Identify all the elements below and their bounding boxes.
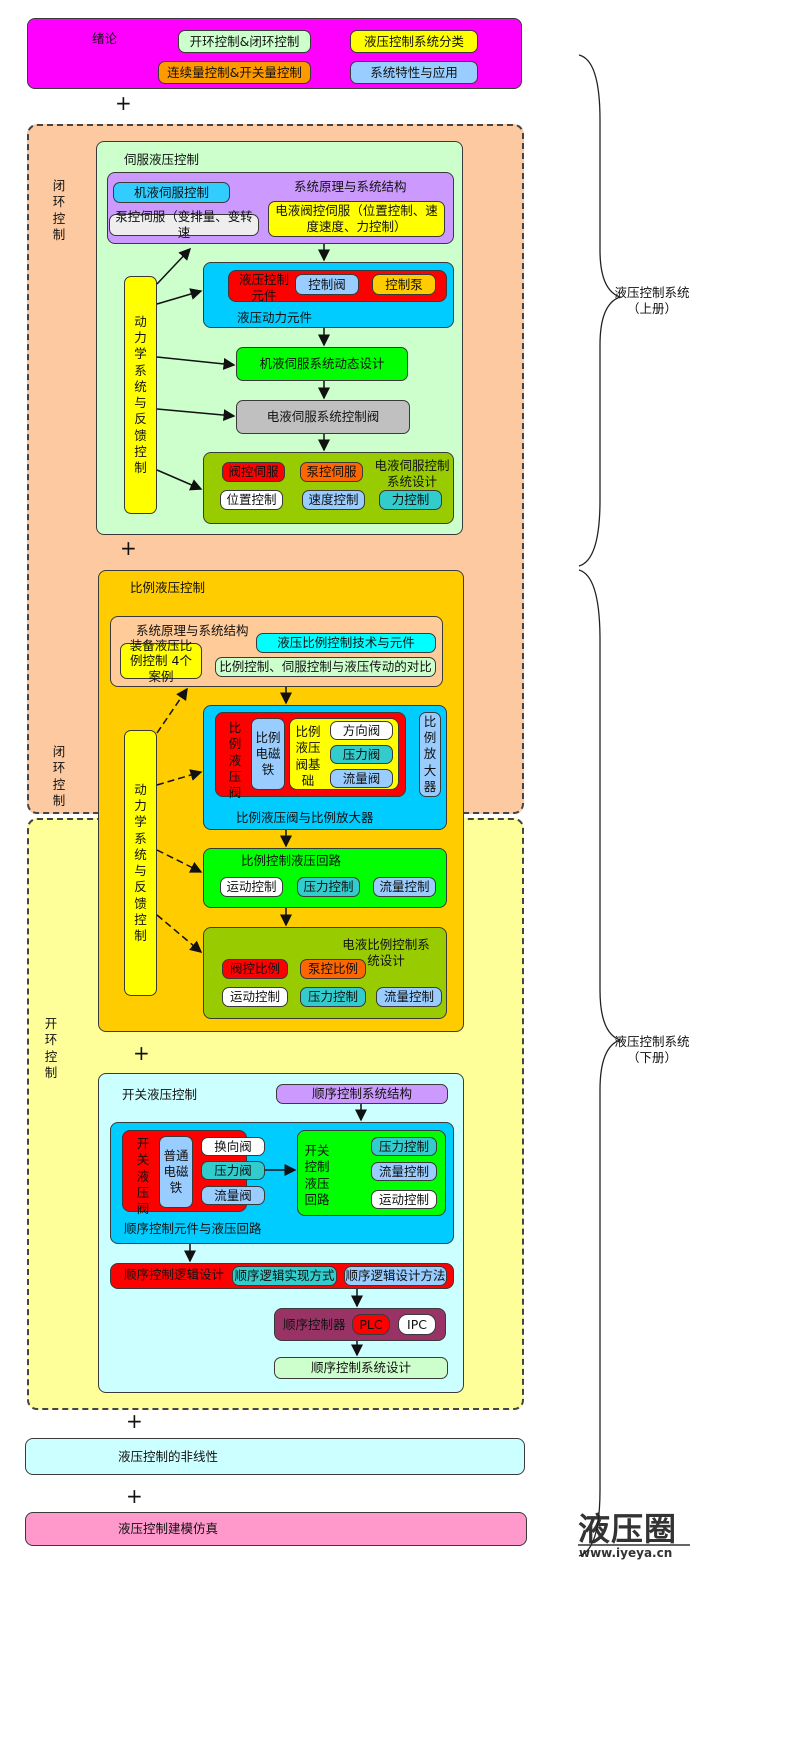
simulation-bar xyxy=(25,1512,527,1546)
prop-valve-group-title: 比例液压阀与比例放大器 xyxy=(236,810,374,825)
switch-valve-label: 开关液压阀 xyxy=(136,1136,150,1216)
position-control: 位置控制 xyxy=(220,490,283,510)
switch-logic-method: 顺序逻辑设计方法 xyxy=(344,1266,447,1286)
nonlinear-bar xyxy=(25,1438,525,1475)
pump-servo-design: 泵控伺服 xyxy=(300,462,363,482)
plus-1: + xyxy=(115,91,132,115)
valve-prop: 阀控比例 xyxy=(222,959,288,979)
servo-title: 伺服液压控制 xyxy=(124,152,200,167)
switch-flow-valve: 流量阀 xyxy=(201,1186,265,1205)
closed-loop-label-1: 闭环控制 xyxy=(52,178,66,242)
prop-dir-valve: 方向阀 xyxy=(330,721,393,740)
pump-servo: 泵控伺服（变排量、变转速 xyxy=(109,209,259,240)
switch-c-pressure: 压力控制 xyxy=(371,1137,437,1156)
switch-reverse-valve: 换向阀 xyxy=(201,1137,265,1156)
valve-servo: 阀控伺服 xyxy=(222,462,285,482)
intro-characteristics: 系统特性与应用 xyxy=(350,61,478,84)
servo-control-valve-block: 电液伺服系统控制阀 xyxy=(236,400,410,434)
prop-design-flow: 流量控制 xyxy=(376,987,442,1007)
servo-control-pump: 控制泵 xyxy=(372,274,436,295)
prop-flow-valve: 流量阀 xyxy=(330,769,393,788)
volume-1-label: 液压控制系统（上册） xyxy=(614,285,690,317)
prop-valve-base-label: 比例液压阀基础 xyxy=(295,724,321,788)
switch-elements-title: 顺序控制元件与液压回路 xyxy=(124,1221,262,1236)
prop-solenoid: 比例电磁铁 xyxy=(251,718,285,790)
prop-pressure-valve: 压力阀 xyxy=(330,745,393,764)
servo-control-elem-label: 液压控制元件 xyxy=(238,272,289,304)
closed-loop-label-2: 闭环控制 xyxy=(52,744,66,808)
ipc: IPC xyxy=(398,1314,436,1335)
mech-servo-control: 机液伺服控制 xyxy=(113,182,230,203)
servo-design-title: 电液伺服控制系统设计 xyxy=(374,458,450,490)
force-control: 力控制 xyxy=(379,490,442,510)
plus-4: + xyxy=(126,1409,143,1433)
prop-circuit-title: 比例控制液压回路 xyxy=(241,853,342,868)
switch-title: 开关液压控制 xyxy=(122,1087,198,1102)
switch-structure: 顺序控制系统结构 xyxy=(276,1084,448,1104)
speed-control: 速度控制 xyxy=(302,490,365,510)
intro-classification: 液压控制系统分类 xyxy=(350,30,478,53)
plc: PLC xyxy=(352,1314,390,1335)
pump-prop: 泵控比例 xyxy=(300,959,366,979)
logo-url: www.iyeya.cn xyxy=(579,1546,673,1560)
logo-text: 液压圈 xyxy=(578,1510,678,1548)
prop-amplifier: 比例放大器 xyxy=(419,712,441,797)
switch-pressure-valve: 压力阀 xyxy=(201,1161,265,1180)
prop-circuit-motion: 运动控制 xyxy=(220,877,283,897)
electro-valve-servo: 电液阀控伺服（位置控制、速度速度、力控制） xyxy=(268,201,445,237)
prop-design-motion: 运动控制 xyxy=(222,987,288,1007)
simulation-label: 液压控制建模仿真 xyxy=(118,1521,219,1536)
plus-3: + xyxy=(133,1041,150,1065)
prop-design-title: 电液比例控制系统设计 xyxy=(342,937,430,969)
plus-2: + xyxy=(120,536,137,560)
intro-title: 绪论 xyxy=(92,31,118,46)
switch-circuit-label: 开关控制液压回路 xyxy=(304,1143,330,1207)
prop-circuit-pressure: 压力控制 xyxy=(297,877,360,897)
mech-servo-dynamic-design: 机液伺服系统动态设计 xyxy=(236,347,408,381)
open-loop-label: 开环控制 xyxy=(44,1016,58,1080)
prop-valve-label: 比例液压阀 xyxy=(228,720,242,800)
switch-c-motion: 运动控制 xyxy=(371,1190,437,1209)
switch-c-flow: 流量控制 xyxy=(371,1162,437,1181)
servo-power-title: 液压动力元件 xyxy=(237,310,313,325)
prop-dynamics-feedback: 动力学系统与反馈控制 xyxy=(124,730,157,996)
prop-circuit-flow: 流量控制 xyxy=(373,877,436,897)
switch-controller-title: 顺序控制器 xyxy=(283,1317,346,1332)
plus-5: + xyxy=(126,1484,143,1508)
prop-tech-elements: 液压比例控制技术与元件 xyxy=(256,633,436,653)
servo-principle-title: 系统原理与系统结构 xyxy=(294,179,407,194)
intro-open-closed: 开环控制&闭环控制 xyxy=(178,30,311,53)
servo-dynamics-feedback: 动力学系统与反馈控制 xyxy=(124,276,157,514)
intro-continuous-switch: 连续量控制&开关量控制 xyxy=(158,61,311,84)
prop-title: 比例液压控制 xyxy=(130,580,206,595)
nonlinear-label: 液压控制的非线性 xyxy=(118,1449,219,1464)
prop-compare: 比例控制、伺服控制与液压传动的对比 xyxy=(215,657,436,677)
switch-logic-impl: 顺序逻辑实现方式 xyxy=(232,1266,337,1286)
volume-2-label: 液压控制系统（下册） xyxy=(614,1034,690,1066)
switch-system-design: 顺序控制系统设计 xyxy=(274,1357,448,1379)
prop-design-pressure: 压力控制 xyxy=(300,987,366,1007)
servo-control-valve: 控制阀 xyxy=(295,274,359,295)
switch-solenoid: 普通电磁铁 xyxy=(159,1136,193,1208)
switch-logic-title: 顺序控制逻辑设计 xyxy=(124,1267,225,1282)
prop-principle-title: 系统原理与系统结构 xyxy=(136,623,249,638)
